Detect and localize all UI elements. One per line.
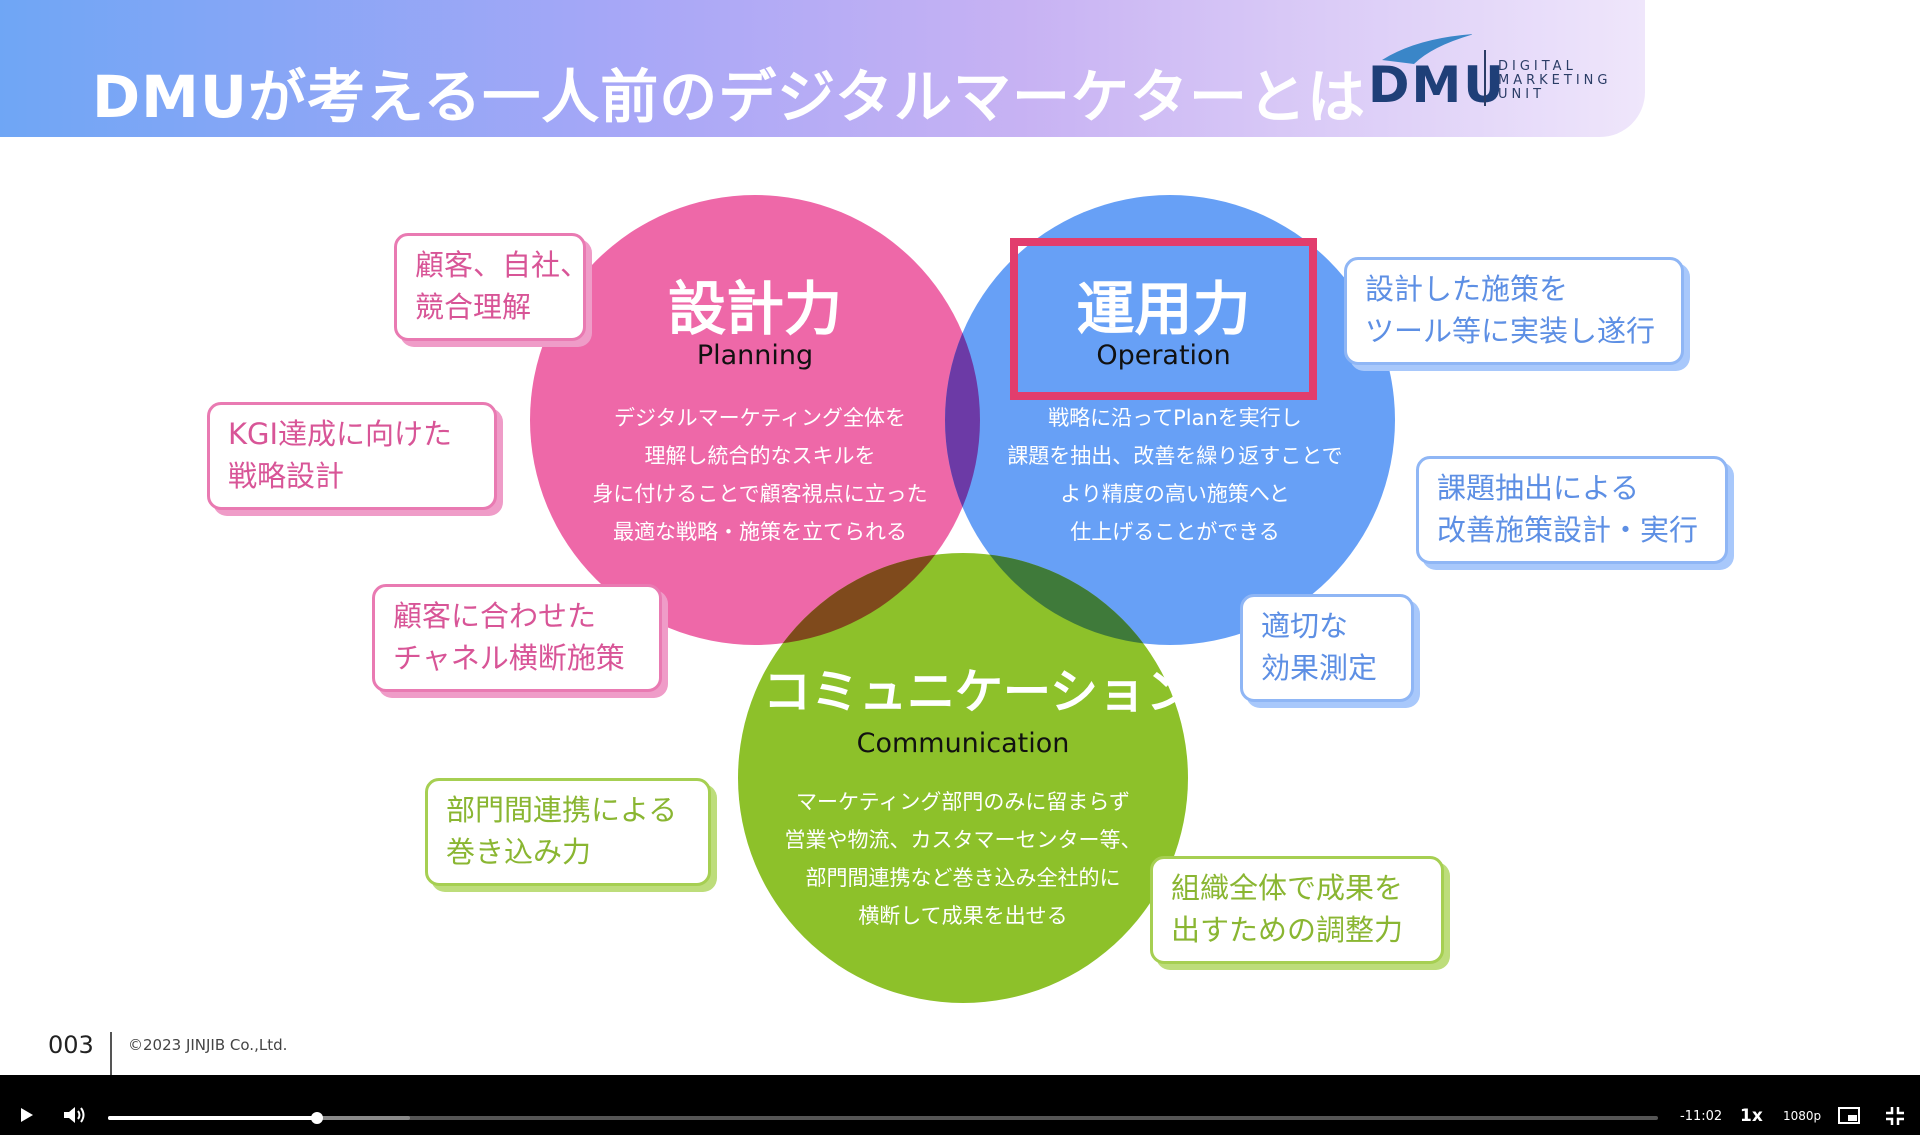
quality-button[interactable]: 1080p xyxy=(1783,1109,1822,1123)
communication-circle xyxy=(738,553,1188,1003)
footer-divider xyxy=(110,1032,112,1075)
callout-implementation: 設計した施策を ツール等に実装し遂行 xyxy=(1344,257,1684,365)
slide-title: DMUが考える一人前のデジタルマーケターとは xyxy=(92,63,1367,131)
progress-played xyxy=(108,1116,318,1120)
logo-text: DMU xyxy=(1368,56,1506,114)
operation-desc-line: 課題を抽出、改善を繰り返すことで xyxy=(1007,444,1343,468)
planning-title: 設計力 xyxy=(667,275,842,343)
exit-fullscreen-icon[interactable] xyxy=(1885,1106,1905,1126)
progress-bar[interactable] xyxy=(108,1112,1658,1124)
communication-desc-line: マーケティング部門のみに留まらず xyxy=(796,790,1130,814)
planning-desc-line: デジタルマーケティング全体を xyxy=(614,406,906,430)
logo-divider xyxy=(1484,50,1486,106)
progress-handle[interactable] xyxy=(311,1112,324,1124)
slide: DMUが考える一人前のデジタルマーケターとは DMU DIGITAL MARKE… xyxy=(0,0,1728,1075)
callout-line: KGI達成に向けた xyxy=(228,417,453,451)
callout-line: 課題抽出による xyxy=(1437,471,1640,505)
planning-circle xyxy=(530,195,980,645)
planning-description: デジタルマーケティング全体を 理解し統合的なスキルを 身に付けることで顧客視点に… xyxy=(560,399,960,551)
playback-speed-button[interactable]: 1x xyxy=(1740,1106,1763,1126)
operation-desc-line: より精度の高い施策へと xyxy=(1060,482,1290,506)
callout-improvement: 課題抽出による 改善施策設計・実行 xyxy=(1416,456,1728,564)
callout-line: 設計した施策を xyxy=(1365,272,1569,306)
planning-desc-line: 身に付けることで顧客視点に立った xyxy=(592,482,928,506)
video-player-controls: -11:02 1x 1080p xyxy=(0,1075,1920,1135)
callout-line: 出すための調整力 xyxy=(1171,913,1404,947)
dmu-logo: DMU DIGITAL MARKETING UNIT xyxy=(1362,32,1622,118)
communication-title: コミュニケーション力 xyxy=(763,664,1243,720)
callout-line: チャネル横断施策 xyxy=(393,641,625,675)
operation-circle xyxy=(945,195,1395,645)
callout-line: 顧客に合わせた xyxy=(393,599,597,633)
callout-line: 顧客、自社、 xyxy=(415,248,590,282)
operation-desc-line: 戦略に沿ってPlanを実行し xyxy=(1048,406,1302,430)
communication-desc-line: 部門間連携など巻き込み全社的に xyxy=(805,866,1121,890)
callout-line: 戦略設計 xyxy=(228,459,345,493)
page-number: 003 xyxy=(48,1031,94,1059)
time-remaining: -11:02 xyxy=(1680,1109,1723,1124)
communication-desc-line: 営業や物流、カスタマーセンター等、 xyxy=(784,828,1142,852)
logo-sub-line: DIGITAL xyxy=(1498,59,1577,74)
callout-coordination: 組織全体で成果を 出すための調整力 xyxy=(1150,856,1444,964)
logo-sub-line: MARKETING xyxy=(1498,73,1612,88)
logo-swoosh-icon xyxy=(1382,34,1472,64)
operation-title: 運用力 xyxy=(1076,275,1251,343)
volume-icon[interactable] xyxy=(62,1104,88,1126)
play-icon[interactable] xyxy=(16,1105,36,1125)
communication-description: マーケティング部門のみに留まらず 営業や物流、カスタマーセンター等、 部門間連携… xyxy=(763,783,1163,935)
operation-highlight-box xyxy=(1010,238,1317,400)
callout-line: 効果測定 xyxy=(1261,651,1378,685)
picture-in-picture-icon[interactable] xyxy=(1838,1107,1860,1124)
callout-cross-department: 部門間連携による 巻き込み力 xyxy=(425,778,711,886)
callout-measurement: 適切な 効果測定 xyxy=(1240,594,1414,702)
callout-line: 競合理解 xyxy=(415,290,532,324)
callout-line: 改善施策設計・実行 xyxy=(1437,513,1699,547)
callout-line: ツール等に実装し遂行 xyxy=(1365,314,1656,348)
planning-desc-line: 最適な戦略・施策を立てられる xyxy=(613,520,907,544)
callout-cross-channel: 顧客に合わせた チャネル横断施策 xyxy=(372,584,662,692)
planning-subtitle: Planning xyxy=(696,340,814,371)
callout-customer-understanding: 顧客、自社、 競合理解 xyxy=(394,233,590,341)
callout-line: 組織全体で成果を xyxy=(1171,871,1404,905)
logo-sub-line: UNIT xyxy=(1498,87,1546,102)
callout-line: 適切な xyxy=(1261,609,1349,643)
communication-desc-line: 横断して成果を出せる xyxy=(858,904,1068,928)
operation-desc-line: 仕上げることができる xyxy=(1070,520,1280,544)
planning-desc-line: 理解し統合的なスキルを xyxy=(644,444,876,468)
communication-subtitle: Communication xyxy=(856,728,1070,759)
venn-diagram xyxy=(530,195,1395,1003)
title-banner: DMUが考える一人前のデジタルマーケターとは DMU DIGITAL MARKE… xyxy=(0,0,1645,137)
operation-subtitle: Operation xyxy=(1096,340,1231,371)
logo-subtext: DIGITAL MARKETING UNIT xyxy=(1498,60,1611,102)
callout-line: 巻き込み力 xyxy=(446,835,592,869)
copyright: ©2023 JINJIB Co.,Ltd. xyxy=(128,1036,288,1054)
operation-description: 戦略に沿ってPlanを実行し 課題を抽出、改善を繰り返すことで より精度の高い施… xyxy=(975,399,1375,551)
callout-line: 部門間連携による xyxy=(446,793,678,827)
callout-kgi-strategy: KGI達成に向けた 戦略設計 xyxy=(207,402,497,510)
